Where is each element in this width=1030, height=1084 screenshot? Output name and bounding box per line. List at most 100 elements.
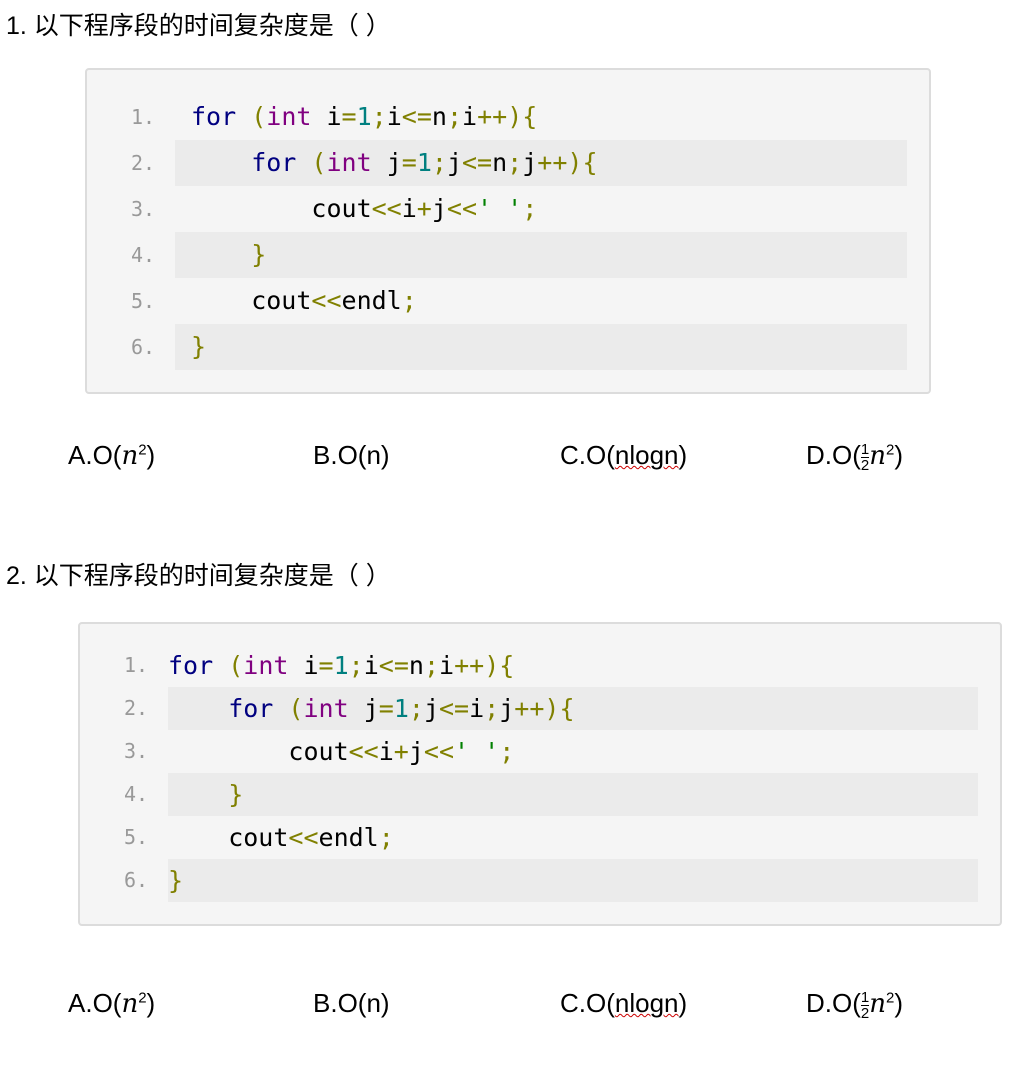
code-token: ; bbox=[484, 694, 500, 723]
code-token: i bbox=[363, 651, 379, 680]
option-exp: 2 bbox=[138, 989, 147, 1007]
code-token: << bbox=[288, 823, 319, 852]
code-token: endl bbox=[341, 286, 402, 315]
code-token: = bbox=[401, 148, 417, 177]
code-token: ; bbox=[499, 737, 515, 766]
option-b[interactable]: B.O(n) bbox=[313, 440, 390, 470]
option-text: A.O( bbox=[68, 440, 122, 470]
code-token: int bbox=[266, 102, 312, 131]
code-line: 4. } bbox=[80, 773, 1000, 816]
option-exp: 2 bbox=[138, 441, 147, 459]
code-token: i bbox=[462, 102, 478, 131]
option-text: C.O( bbox=[560, 988, 615, 1018]
line-number: 5. bbox=[124, 825, 149, 849]
code-token: n bbox=[431, 102, 447, 131]
code-text: for (int i=1;i<=n;i++){ bbox=[191, 94, 537, 140]
code-token: int bbox=[243, 651, 289, 680]
code-token: ( bbox=[228, 651, 244, 680]
code-token: ++){ bbox=[514, 694, 575, 723]
option-text: ) bbox=[894, 440, 903, 470]
code-text: } bbox=[168, 773, 243, 816]
code-token: ( bbox=[251, 102, 267, 131]
code-text: } bbox=[191, 232, 266, 278]
code-token: for bbox=[191, 102, 237, 131]
numerator: 1 bbox=[860, 440, 870, 458]
code-token: } bbox=[168, 780, 244, 809]
code-token: << bbox=[311, 286, 342, 315]
option-text: D.O( bbox=[806, 440, 861, 470]
code-token: i bbox=[386, 102, 402, 131]
option-text: D.O( bbox=[806, 988, 861, 1018]
code-line: 2. for (int j=1;j<=n;j++){ bbox=[87, 140, 929, 186]
option-c[interactable]: C.O(nlogn) bbox=[560, 440, 687, 471]
code-token: ; bbox=[446, 102, 463, 131]
code-token: for bbox=[191, 148, 297, 177]
code-text: for (int i=1;i<=n;i++){ bbox=[168, 644, 514, 687]
line-number: 6. bbox=[124, 868, 149, 892]
code-line: 3. cout<<i+j<<' '; bbox=[87, 186, 929, 232]
option-a[interactable]: A.O(n2) bbox=[68, 440, 155, 471]
code-text: cout<<i+j<<' '; bbox=[168, 730, 514, 773]
code-line: 5. cout<<endl; bbox=[87, 278, 929, 324]
code-token: cout bbox=[191, 286, 312, 315]
code-token: ; bbox=[348, 651, 364, 680]
code-token: } bbox=[191, 240, 267, 269]
line-number: 2. bbox=[124, 696, 149, 720]
option-text: A.O( bbox=[68, 988, 122, 1018]
code-text: cout<<i+j<<' '; bbox=[191, 186, 537, 232]
code-token: ' ' bbox=[454, 737, 500, 766]
code-token: 1 bbox=[393, 694, 409, 723]
code-token: j bbox=[371, 148, 402, 177]
line-number: 1. bbox=[124, 653, 149, 677]
code-token: 1 bbox=[356, 102, 372, 131]
denominator: 2 bbox=[860, 1004, 870, 1022]
code-token bbox=[236, 102, 251, 131]
code-token: + bbox=[393, 737, 409, 766]
option-var: n bbox=[121, 441, 139, 471]
line-number: 3. bbox=[124, 739, 149, 763]
code-token: ; bbox=[378, 823, 394, 852]
code-token: ; bbox=[431, 148, 447, 177]
code-token: ; bbox=[408, 694, 424, 723]
line-highlight bbox=[175, 140, 907, 186]
code-token: for bbox=[168, 694, 274, 723]
code-line: 4. } bbox=[87, 232, 929, 278]
code-token: j bbox=[446, 148, 462, 177]
denominator: 2 bbox=[860, 456, 870, 474]
code-block: 1.for (int i=1;i<=n;i++){2. for (int j=1… bbox=[85, 68, 931, 394]
code-line: 1.for (int i=1;i<=n;i++){ bbox=[87, 94, 929, 140]
code-token: ( bbox=[311, 148, 327, 177]
code-text: } bbox=[191, 324, 206, 370]
code-token: } bbox=[168, 866, 184, 895]
code-token: i bbox=[288, 651, 319, 680]
code-line: 6.} bbox=[80, 859, 1000, 902]
code-token: = bbox=[341, 102, 357, 131]
code-line: 1.for (int i=1;i<=n;i++){ bbox=[80, 644, 1000, 687]
code-token: ++){ bbox=[477, 102, 538, 131]
code-token: ( bbox=[288, 694, 304, 723]
code-token bbox=[273, 694, 288, 723]
line-highlight bbox=[168, 859, 978, 902]
line-number: 2. bbox=[131, 151, 156, 175]
code-block: 1.for (int i=1;i<=n;i++){2. for (int j=1… bbox=[78, 622, 1002, 926]
option-b[interactable]: B.O(n) bbox=[313, 988, 390, 1018]
code-token: <= bbox=[378, 651, 409, 680]
code-token: j bbox=[499, 694, 515, 723]
code-token: 1 bbox=[416, 148, 432, 177]
option-a[interactable]: A.O(n2) bbox=[68, 988, 155, 1019]
code-text: cout<<endl; bbox=[168, 816, 394, 859]
code-token: j bbox=[431, 194, 447, 223]
code-token: for bbox=[168, 651, 214, 680]
code-token: << bbox=[446, 194, 478, 223]
code-token: ; bbox=[522, 194, 538, 223]
option-c[interactable]: C.O(nlogn) bbox=[560, 988, 687, 1019]
option-text: nlogn bbox=[614, 988, 679, 1018]
line-highlight bbox=[175, 232, 907, 278]
line-number: 3. bbox=[131, 197, 156, 221]
code-token: i bbox=[439, 651, 455, 680]
option-text: ) bbox=[146, 988, 156, 1018]
